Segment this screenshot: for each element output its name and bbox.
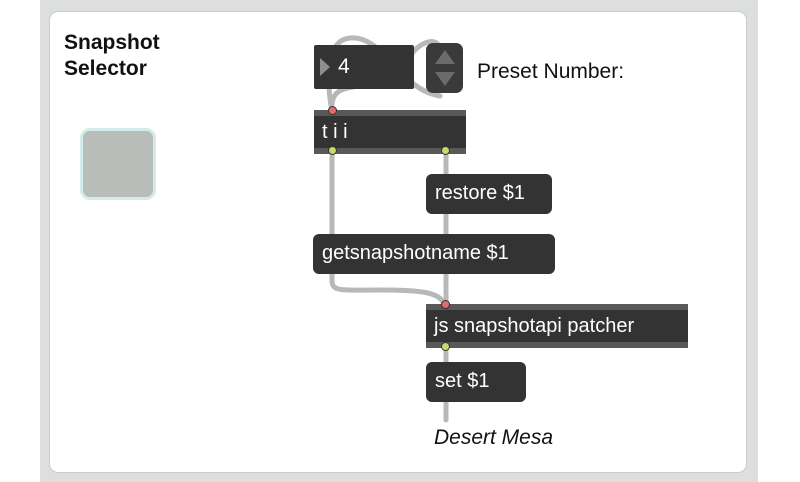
restore-message[interactable]: restore $1 — [426, 174, 552, 214]
panel-title-line1: Snapshot — [64, 31, 160, 54]
arrow-up-icon[interactable] — [435, 50, 455, 64]
arrow-down-icon[interactable] — [435, 72, 455, 86]
getsnapshotname-message[interactable]: getsnapshotname $1 — [313, 234, 555, 274]
trigger-outlet-left[interactable] — [328, 146, 337, 155]
panel-title-line2: Selector — [64, 57, 147, 80]
preset-spinner[interactable] — [426, 43, 463, 93]
preset-number-label: Preset Number: — [477, 60, 625, 83]
triangle-right-icon — [320, 58, 330, 76]
js-inlet[interactable] — [441, 300, 450, 309]
preset-number-box[interactable]: 4 — [314, 45, 414, 89]
panel-title: Snapshot Selector — [64, 30, 214, 82]
set-message[interactable]: set $1 — [426, 362, 526, 402]
trigger-object[interactable]: t i i — [314, 110, 466, 154]
snapshot-name-comment: Desert Mesa — [434, 426, 554, 449]
trigger-outlet-right[interactable] — [441, 146, 450, 155]
patch-cord-getname-js — [329, 271, 447, 307]
trigger-inlet[interactable] — [328, 106, 337, 115]
number-box-value: 4 — [338, 55, 350, 78]
js-outlet[interactable] — [441, 342, 450, 351]
bang-button[interactable] — [80, 128, 156, 200]
js-snapshotapi-object[interactable]: js snapshotapi patcher — [426, 304, 688, 348]
